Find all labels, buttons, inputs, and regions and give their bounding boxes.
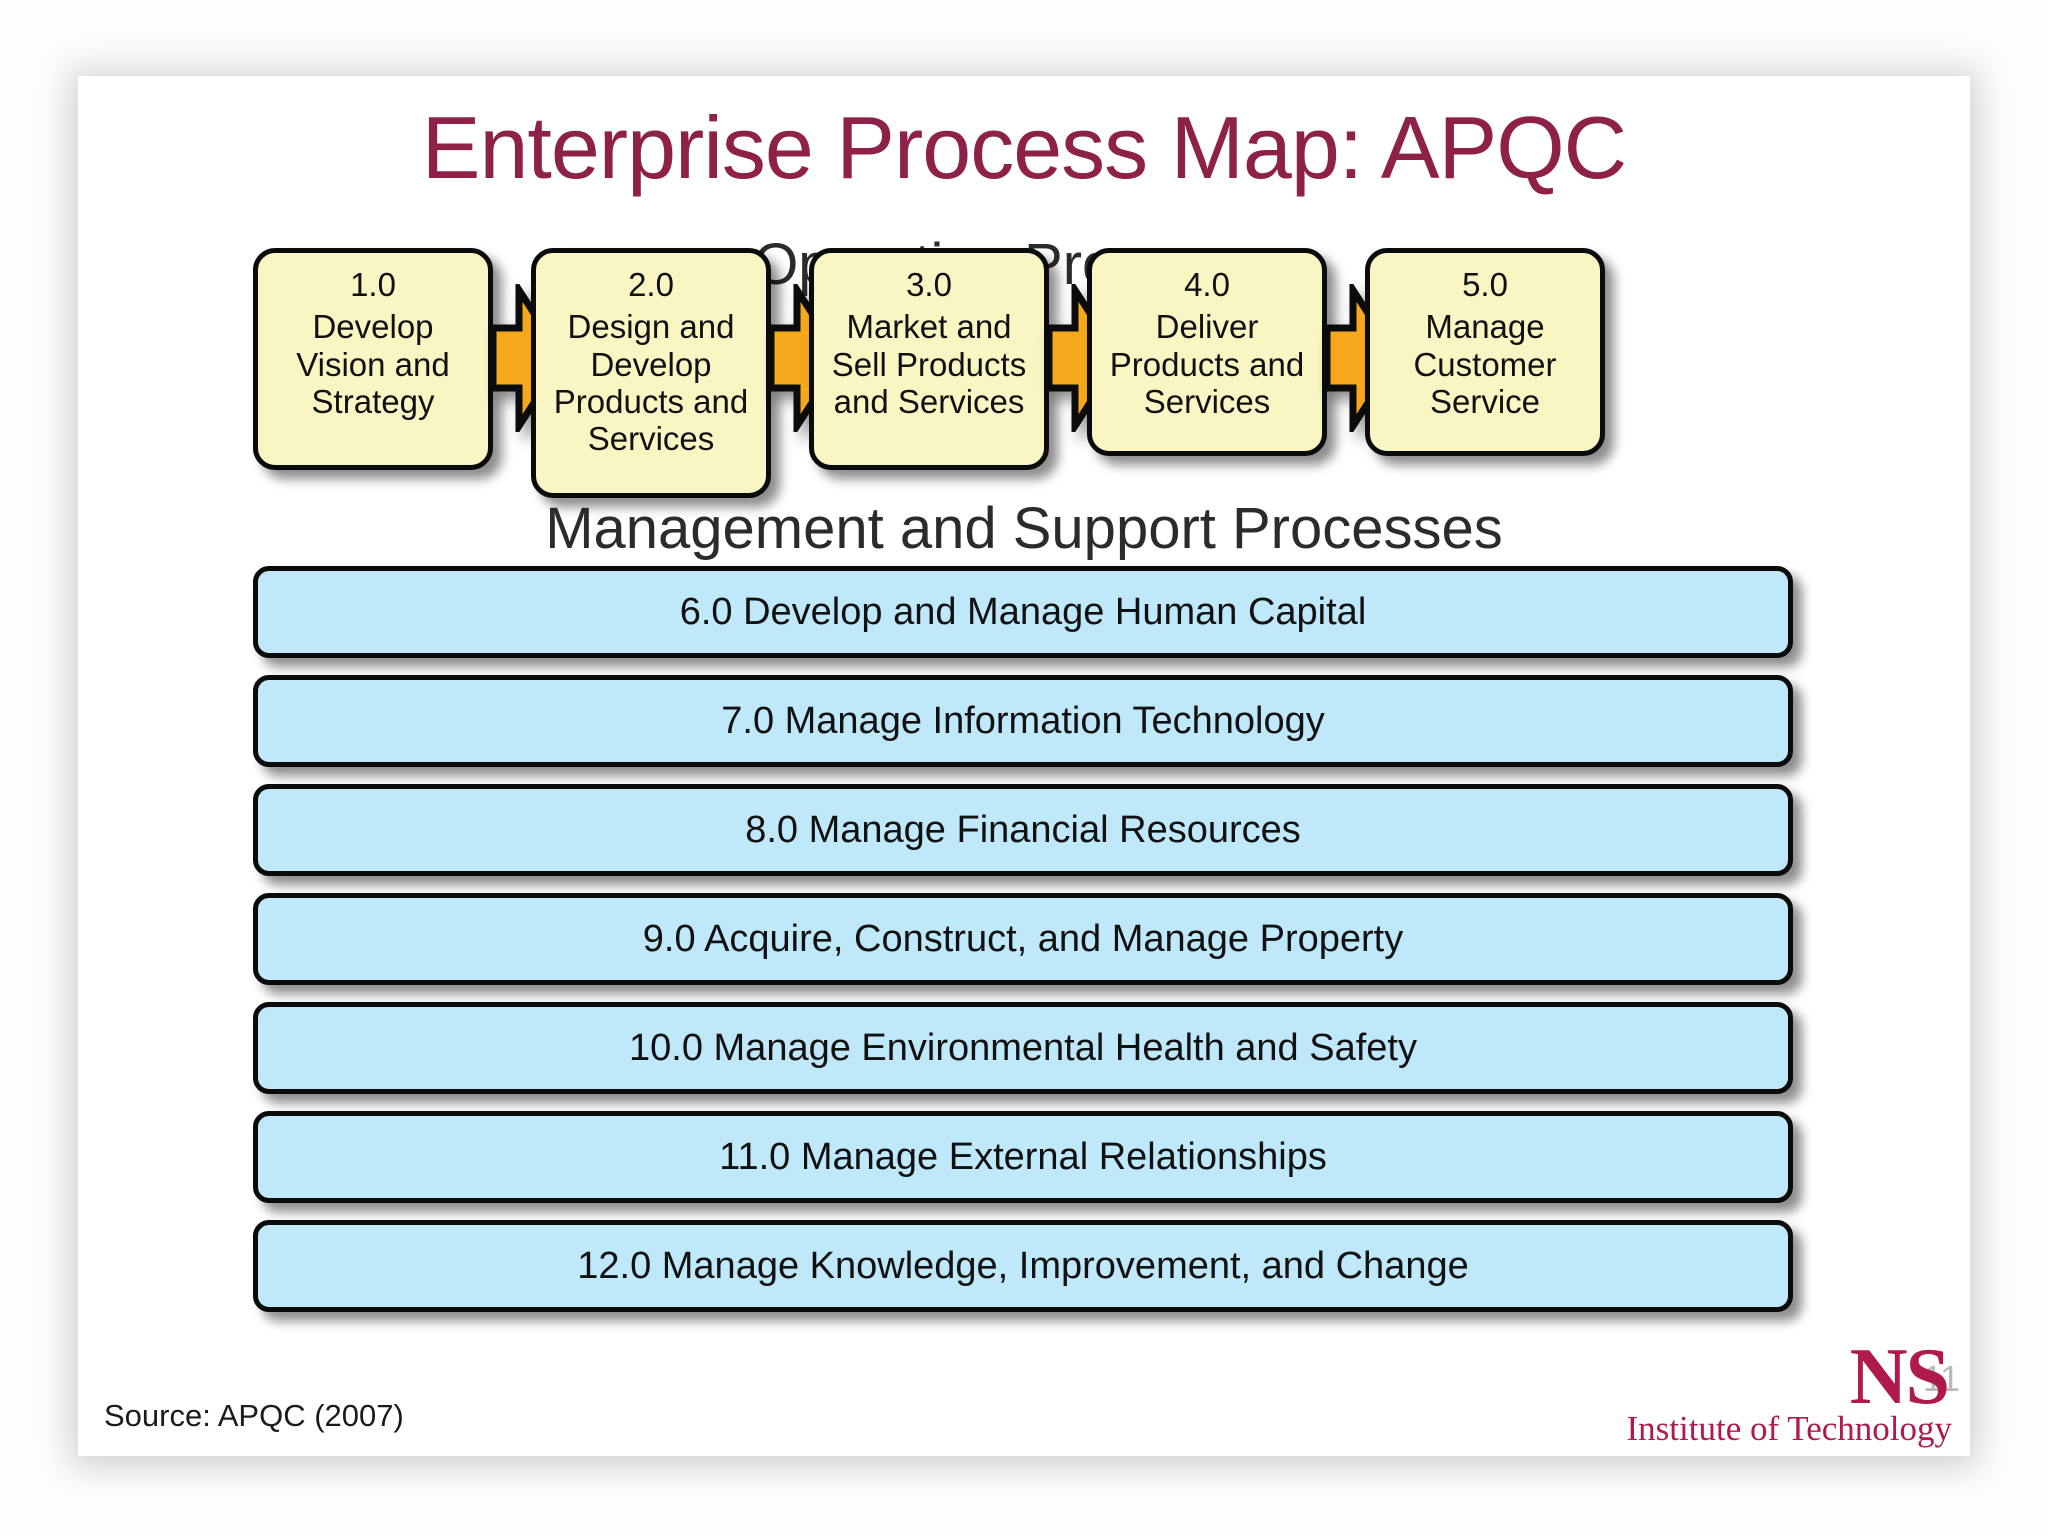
support-process-label: 12.0 Manage Knowledge, Improvement, and … <box>577 1244 1469 1287</box>
support-process-label: 7.0 Manage Information Technology <box>721 699 1325 742</box>
logo-mark: NS <box>1849 1333 1950 1421</box>
support-process-label: 10.0 Manage Environmental Health and Saf… <box>629 1026 1417 1069</box>
support-process-bar[interactable]: 8.0 Manage Financial Resources <box>253 784 1793 876</box>
source-note: Source: APQC (2007) <box>104 1398 404 1433</box>
support-process-bar[interactable]: 12.0 Manage Knowledge, Improvement, and … <box>253 1220 1793 1312</box>
support-processes-heading: Management and Support Processes <box>545 496 1503 561</box>
support-process-bar[interactable]: 7.0 Manage Information Technology <box>253 675 1793 767</box>
process-box-number: 1.0 <box>350 266 396 303</box>
support-process-label: 9.0 Acquire, Construct, and Manage Prope… <box>642 917 1404 960</box>
process-box-number: 3.0 <box>906 266 952 303</box>
support-process-bar[interactable]: 11.0 Manage External Relationships <box>253 1111 1793 1203</box>
support-process-bar[interactable]: 10.0 Manage Environmental Health and Saf… <box>253 1002 1793 1094</box>
support-process-label: 6.0 Develop and Manage Human Capital <box>679 590 1367 633</box>
page-title: Enterprise Process Map: APQC <box>421 98 1627 197</box>
process-box-number: 5.0 <box>1462 266 1508 303</box>
process-box-number: 4.0 <box>1184 266 1230 303</box>
ns-institute-logo: NS Institute of Technology <box>1627 1337 1952 1446</box>
process-box-label: Design and Develop Products and Services <box>553 308 749 458</box>
support-process-bar[interactable]: 6.0 Develop and Manage Human Capital <box>253 566 1793 658</box>
logo-subtitle: Institute of Technology <box>1626 1409 1952 1448</box>
process-box-label: Manage Customer Service <box>1413 308 1557 420</box>
support-processes-list: 6.0 Develop and Manage Human Capital 7.0 … <box>253 566 1793 1329</box>
support-process-label: 11.0 Manage External Relationships <box>719 1135 1327 1178</box>
process-box-label: Develop Vision and Strategy <box>296 308 450 420</box>
process-box-number: 2.0 <box>628 266 674 303</box>
support-process-label: 8.0 Manage Financial Resources <box>745 808 1301 851</box>
page-number: 11 <box>1922 1358 1960 1399</box>
slide-card: Enterprise Process Map: APQC Operating P… <box>78 76 1970 1456</box>
process-box-label: Market and Sell Products and Services <box>831 308 1027 420</box>
process-box-label: Deliver Products and Services <box>1109 308 1305 420</box>
support-process-bar[interactable]: 9.0 Acquire, Construct, and Manage Prope… <box>253 893 1793 985</box>
